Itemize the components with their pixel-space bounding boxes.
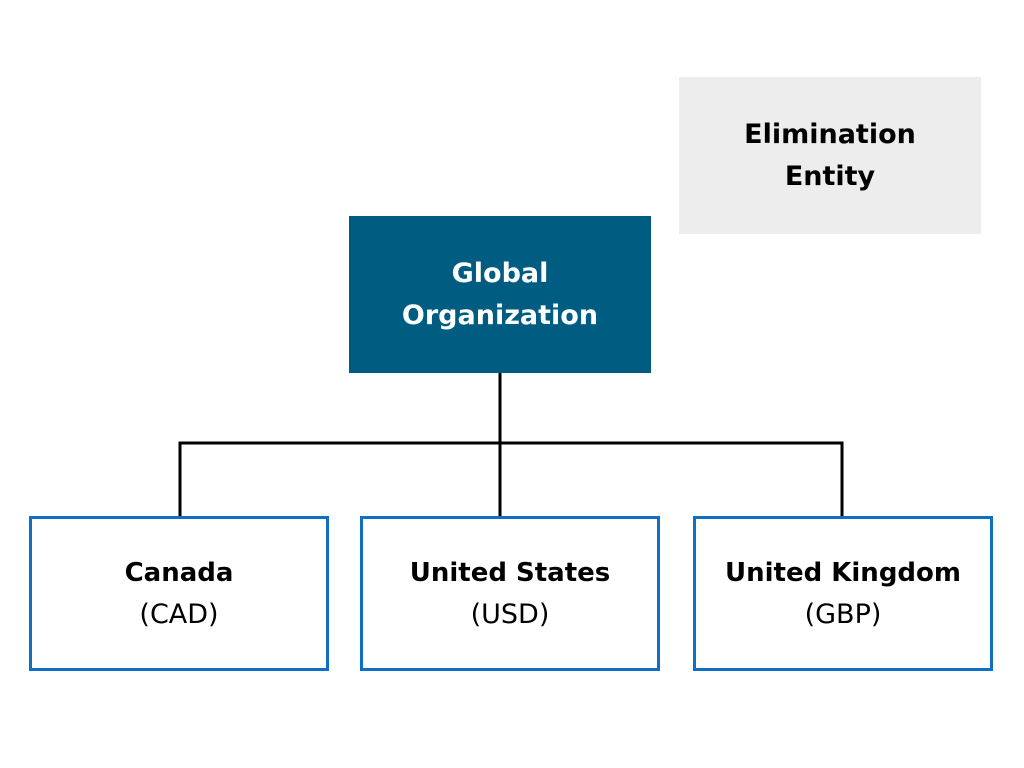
canada-node: Canada (CAD) [29,516,329,671]
united-kingdom-node: United Kingdom (GBP) [693,516,993,671]
global-organization-title: Global Organization [401,257,599,331]
united-kingdom-currency: (GBP) [804,598,882,630]
elimination-entity-node: Elimination Entity [679,77,981,234]
canada-title: Canada [124,557,234,588]
canada-currency: (CAD) [139,598,219,630]
united-kingdom-title: United Kingdom [724,557,961,588]
elimination-entity-title: Elimination Entity [744,118,916,192]
global-organization-node: Global Organization [349,216,651,373]
united-states-node: United States (USD) [360,516,660,671]
united-states-currency: (USD) [470,598,550,630]
united-states-title: United States [409,557,611,588]
